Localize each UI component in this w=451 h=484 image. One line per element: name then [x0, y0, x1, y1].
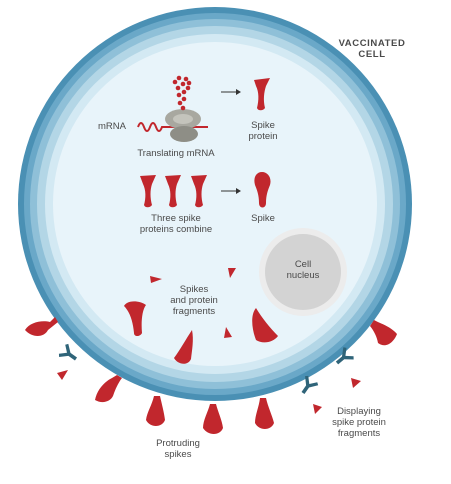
label-protruding-spikes: Protruding spikes: [156, 438, 200, 460]
receptor-icon: [57, 342, 81, 380]
label-displaying-fragments: Displaying spike protein fragments: [332, 406, 386, 439]
label-three-spike-proteins: Three spike proteins combine: [139, 213, 213, 235]
label-cell-nucleus: Cell nucleus: [286, 259, 320, 281]
receptor-icon: [296, 374, 322, 414]
arrow-right-icon: [221, 89, 241, 95]
label-spike-protein: Spike protein: [248, 120, 278, 142]
label-spikes-and-fragments: Spikes and protein fragments: [170, 284, 218, 317]
cytoplasm: [53, 42, 377, 366]
title-vaccinated-cell: VACCINATED CELL: [338, 38, 406, 60]
receptor-icon: [331, 345, 361, 388]
mrna-strand: [137, 122, 208, 132]
nucleus-inner: [265, 234, 341, 310]
label-spike: Spike: [251, 213, 275, 224]
ribosome-icon: [165, 109, 201, 142]
label-translating-mrna: Translating mRNA: [137, 148, 215, 159]
three-spike-proteins: [140, 175, 207, 208]
arrow-right-icon: [221, 188, 241, 194]
peptide-chain: [172, 75, 192, 111]
spike-protein-icon: [254, 78, 270, 111]
floating-spikes: [124, 301, 278, 364]
label-mrna: mRNA: [98, 121, 126, 132]
membrane-spikes: [25, 317, 397, 434]
protein-fragments: [150, 268, 236, 338]
combined-spike-icon: [254, 172, 271, 208]
